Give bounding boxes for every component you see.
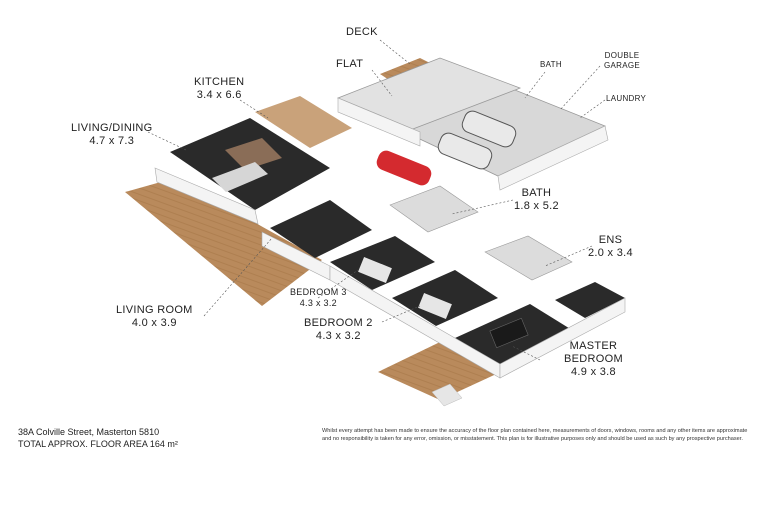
red-car [376,150,432,186]
label-bath-top: BATH [540,60,562,70]
deck-name: DECK [346,26,378,38]
garage-line1: DOUBLE [604,51,640,60]
floor-area: TOTAL APPROX. FLOOR AREA 164 m² [18,439,178,449]
leader-lines [147,39,606,361]
label-ens: ENS 2.0 x 3.4 [588,234,633,260]
disclaimer-text: Whilst every attempt has been made to en… [322,428,748,442]
living-dining-name: LIVING/DINING [71,122,153,134]
house-wall-left [154,167,259,225]
ensuite-floor [484,235,573,281]
bedroom3-name: BEDROOM 3 [290,287,347,297]
bedroom3-bed [358,256,392,284]
kitchen-name: KITCHEN [194,76,245,88]
property-address: 38A Colville Street, Masterton 5810 [18,427,160,437]
label-kitchen: KITCHEN 3.4 x 6.6 [194,76,244,102]
garage-car-1 [461,110,517,148]
label-bath: BATH 1.8 x 5.2 [514,187,559,213]
kitchen-dims: 3.4 x 6.6 [196,89,242,101]
master-bed [489,317,529,349]
footer-info: 38A Colville Street, Masterton 5810 TOTA… [18,426,178,450]
label-bedroom2: BEDROOM 2 4.3 x 3.2 [304,317,373,343]
living-dining-dims: 4.7 x 7.3 [89,135,135,147]
ens-dims: 2.0 x 3.4 [588,247,633,259]
master-dims: 4.9 x 3.8 [571,366,616,378]
living-rug [225,138,282,170]
label-bedroom3: BEDROOM 3 4.3 x 3.2 [290,287,347,309]
label-flat: FLAT [336,58,363,71]
flat-wall-front [337,97,421,147]
bath-dims: 1.8 x 5.2 [514,200,559,212]
kitchen-floor [255,96,352,148]
label-deck: DECK [346,26,378,39]
living-deck-area [125,178,322,306]
front-wall-master [499,297,626,379]
bath-name: BATH [521,187,552,199]
master-line2: BEDROOM [564,353,623,365]
master-line1: MASTER [569,340,618,352]
laundry-name: LAUNDRY [606,94,647,103]
living-sofa [212,162,268,192]
label-master-bedroom: MASTER BEDROOM 4.9 x 3.8 [564,340,623,379]
front-steps [431,383,463,407]
bath-top-name: BATH [540,60,562,69]
ens-name: ENS [598,234,623,246]
bedroom3-dims: 4.3 x 3.2 [299,298,337,308]
bedroom3-floor [330,236,435,290]
garage-car-2 [437,132,493,170]
bedroom2-floor [392,270,498,326]
living-room-name: LIVING ROOM [116,304,193,316]
label-living-room: LIVING ROOM 4.0 x 3.9 [116,304,193,330]
label-double-garage: DOUBLE GARAGE [604,51,640,71]
flat-name: FLAT [336,58,364,70]
living-room-dims: 4.0 x 3.9 [131,317,177,329]
bath-floor [389,185,479,233]
walk-in-floor [555,282,625,318]
living-room-floor [270,200,372,258]
label-laundry: LAUNDRY [606,94,646,104]
garage-wall-front [497,125,609,191]
bedroom2-dims: 4.3 x 3.2 [315,330,361,342]
label-living-dining: LIVING/DINING 4.7 x 7.3 [71,122,153,148]
bedroom2-name: BEDROOM 2 [304,317,373,329]
bedroom2-bed [418,292,452,320]
garage-line2: GARAGE [604,61,641,70]
